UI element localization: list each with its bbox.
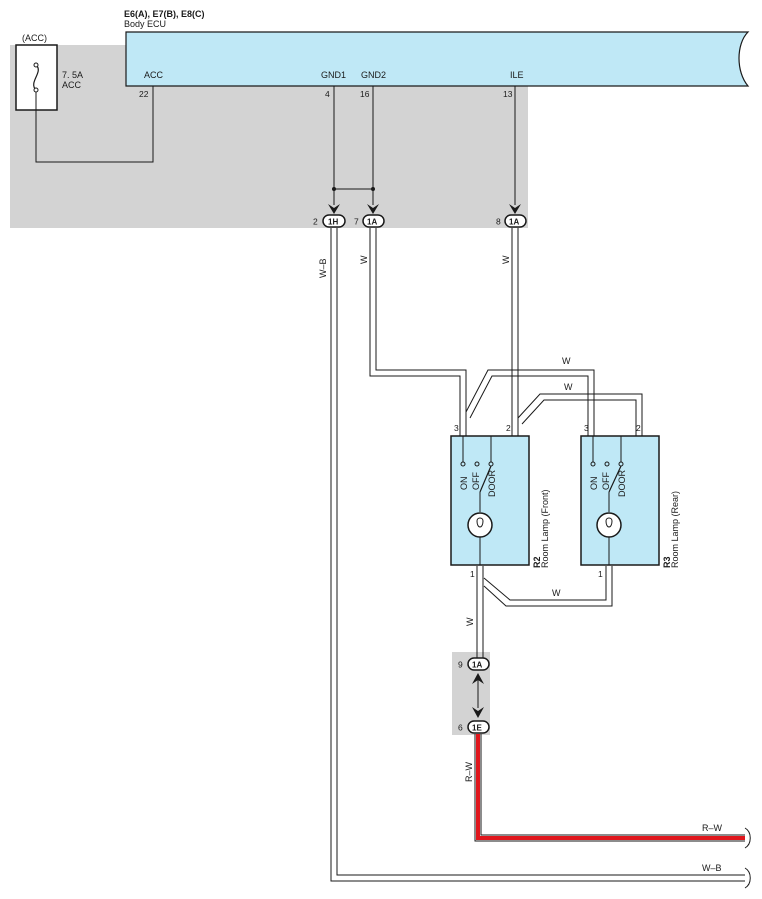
wire-r2-r3-pin2-inner	[521, 399, 637, 436]
wire-w-label-bottom: W	[552, 588, 561, 598]
lamp-r3-bulb	[596, 512, 622, 538]
arrow-1h	[328, 204, 340, 214]
connector-1e-pin: 6	[458, 723, 463, 733]
ecu-terminal-ile: ILE	[510, 70, 524, 80]
ecu-terminal-acc: ACC	[144, 70, 164, 80]
connector-1e	[467, 720, 490, 734]
lamp-r2-pos-off: OFF	[471, 472, 481, 490]
connector-1a-gnd-id: 1A	[367, 218, 377, 227]
wire-r2-r3-pin1-outer	[483, 566, 613, 607]
wire-w-label-r2: W	[465, 617, 475, 626]
lamp-r2-contact-on	[460, 461, 466, 467]
lamp-r3-contact-off	[604, 461, 610, 467]
wire-gnd-r2-outer	[369, 228, 461, 436]
lamp-r2-pin-right: 2	[506, 423, 511, 433]
connector-1a-lower	[467, 657, 490, 671]
ecu-terminal-gnd1: GND1	[321, 70, 346, 80]
wire-rw-label-vertical: R–W	[464, 761, 474, 782]
connector-1h-id: 1H	[328, 218, 338, 227]
lamp-r3-pos-door: DOOR	[617, 469, 627, 497]
lamp-r2-pos-on: ON	[459, 477, 469, 491]
lamp-r3-pos-on: ON	[589, 477, 599, 491]
lamp-r2-pin-bottom: 1	[470, 569, 475, 579]
connector-1a-ile-pin: 8	[496, 217, 501, 227]
lamp-r2-code: R2	[532, 556, 542, 568]
body-ecu-box	[125, 31, 750, 87]
lamp-r2-name: Room Lamp (Front)	[540, 489, 550, 568]
fuse-name: ACC	[62, 80, 82, 90]
ecu-terminal-gnd2: GND2	[361, 70, 386, 80]
arrow-1a-ile	[509, 204, 521, 214]
ecu-name: Body ECU	[124, 19, 166, 29]
wire-rw-red	[476, 734, 745, 840]
lamp-r3-box	[580, 435, 660, 566]
lamp-r3-pin-left: 3	[584, 423, 589, 433]
lamp-r2-contact-off	[474, 461, 480, 467]
arrow-1e	[472, 707, 484, 718]
connector-1a-ile-id: 1A	[509, 218, 519, 227]
wire-wb-label-bottom: W–B	[702, 863, 722, 873]
fuse-terminal-bottom	[33, 87, 39, 93]
arrow-1a-lower	[472, 673, 484, 684]
wire-w-label-top2: W	[564, 382, 573, 392]
break-mark-rw	[744, 827, 751, 849]
connector-1h	[322, 214, 346, 228]
wire-r2-r3-pin3-inner	[469, 375, 589, 436]
ecu-connectors: E6(A), E7(B), E8(C)	[124, 9, 205, 19]
lamp-r2-pos-door: DOOR	[487, 469, 497, 497]
ecu-pin-gnd1: 4	[325, 89, 330, 99]
lamp-r3-name: Room Lamp (Rear)	[670, 491, 680, 568]
fuse-terminal-top	[33, 62, 39, 68]
wire-w-label-ile: W	[501, 255, 511, 264]
wire-wb-inner	[336, 228, 745, 876]
wire-rw-inner	[480, 734, 745, 836]
connector-1a-lower-pin: 9	[458, 660, 463, 670]
lamp-r2-switch-arm	[479, 465, 492, 493]
fuse-rating: 7. 5A	[62, 70, 83, 80]
lamp-r2-contact-door	[488, 461, 494, 467]
fuse-circuit: (ACC)	[22, 33, 47, 43]
wire-rw-label-bottom: R–W	[702, 823, 723, 833]
lamp-r2-box	[450, 435, 530, 566]
wire-w-label-top1: W	[562, 356, 571, 366]
wire-r2-r3-pin1-inner	[483, 566, 607, 601]
wire-wb-outer	[330, 228, 745, 882]
wire-w-label-gnd: W	[359, 255, 369, 264]
junction-dot-gnd1	[332, 187, 336, 191]
ecu-pin-acc: 22	[139, 89, 149, 99]
connector-1e-id: 1E	[472, 724, 482, 733]
wire-wb-label-vertical: W–B	[318, 258, 328, 278]
lamp-r3-switch-arm	[608, 465, 622, 493]
wire-fuse-acc	[35, 86, 154, 163]
wire-rw-outer	[474, 734, 745, 842]
junction-dot-gnd2	[371, 187, 375, 191]
wire-r2-r3-pin3-outer	[465, 369, 595, 436]
connector-1a-gnd-pin: 7	[354, 217, 359, 227]
lamp-r3-filament	[605, 517, 613, 528]
lamp-r3-pin-right: 2	[636, 423, 641, 433]
wire-gnd-r2-inner	[375, 228, 467, 436]
connector-1a-ile	[504, 214, 527, 228]
lamp-r3-pos-off: OFF	[601, 472, 611, 490]
lamp-r2-filament	[476, 517, 484, 528]
connector-1a-gnd	[362, 214, 385, 228]
connector-1a-lower-id: 1A	[472, 661, 482, 670]
lamp-r2-pin-left: 3	[454, 423, 459, 433]
connector-1h-pin: 2	[313, 217, 318, 227]
lamp-r3-code: R3	[662, 556, 672, 568]
break-mark-wb	[744, 867, 751, 889]
lamp-r3-contact-on	[590, 461, 596, 467]
ecu-pin-gnd2: 16	[360, 89, 370, 99]
lamp-r3-pin-bottom: 1	[598, 569, 603, 579]
arrow-1a-gnd	[367, 204, 379, 214]
lamp-r2-bulb	[467, 512, 493, 538]
lamp-r3-contact-door	[618, 461, 624, 467]
ecu-pin-ile: 13	[503, 89, 513, 99]
wire-r2-r3-pin2-outer	[517, 393, 643, 436]
